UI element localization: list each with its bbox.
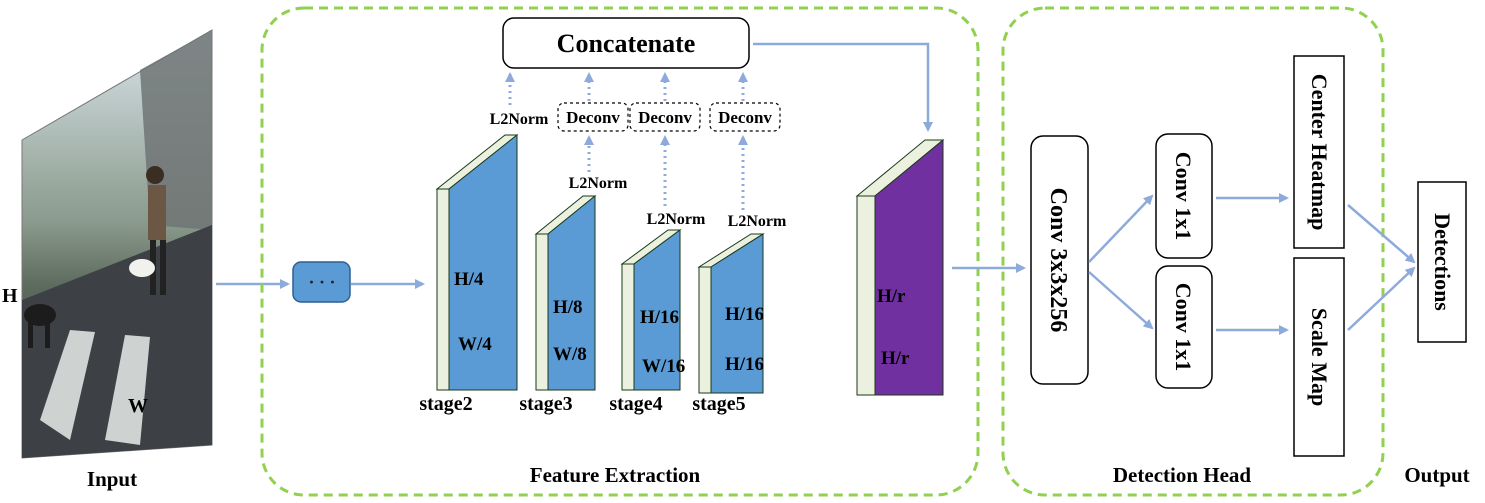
conv1x1-top-label: Conv 1x1 <box>1171 152 1196 241</box>
stage5-block <box>697 233 765 394</box>
input-h-label: H <box>2 285 18 307</box>
detection-head-group <box>1001 6 1385 497</box>
stage4-label: stage4 <box>609 393 662 415</box>
backbone-ellipsis: · · · <box>308 272 335 292</box>
deconv-box-stage3 <box>557 102 629 132</box>
deconv-box-stage5 <box>709 102 781 132</box>
l2norm-label-stage4: L2Norm <box>647 211 706 228</box>
conv3x3-label: Conv 3x3x256 <box>1045 188 1071 333</box>
l2norm-label-stage5: L2Norm <box>728 213 787 230</box>
input-w-label: W <box>128 395 148 417</box>
stage5-w: H/16 <box>725 354 764 375</box>
stage3-w: W/8 <box>553 344 587 365</box>
output-caption: Output <box>1404 463 1469 487</box>
fused-feature-block <box>855 138 945 396</box>
stage2-h: H/4 <box>454 269 484 290</box>
center-heatmap-box <box>1293 55 1345 249</box>
input-image <box>21 29 213 459</box>
deconv-box-stage4 <box>629 102 701 132</box>
conv1x1-bottom-label: Conv 1x1 <box>1171 283 1196 372</box>
stage2-w: W/4 <box>458 334 492 355</box>
stage4-w: W/16 <box>642 356 685 377</box>
center-heatmap-label: Center Heatmap <box>1307 74 1332 231</box>
stage3-label: stage3 <box>519 393 572 415</box>
detections-box <box>1417 181 1467 343</box>
deconv-label-stage3: Deconv <box>566 108 620 127</box>
concatenate-box <box>502 17 750 69</box>
arrow-center-to-detections <box>1347 204 1416 264</box>
conv1x1-bottom-box <box>1155 265 1213 389</box>
detection-head-caption: Detection Head <box>1113 463 1252 487</box>
arrow-concat-to-fused <box>753 42 933 132</box>
stage5-h: H/16 <box>725 304 764 325</box>
backbone-block <box>292 261 351 303</box>
arrow-conv3-to-conv1-top <box>1088 194 1154 263</box>
input-caption: Input <box>87 467 137 491</box>
stage2-label: stage2 <box>419 393 472 415</box>
arrow-conv3-to-conv1-bottom <box>1088 271 1154 330</box>
stage4-h: H/16 <box>640 307 679 328</box>
scale-map-box <box>1293 257 1345 457</box>
l2norm-label-stage3: L2Norm <box>569 175 628 192</box>
deconv-label-stage4: Deconv <box>638 108 692 127</box>
stage2-block <box>435 133 519 391</box>
l2norm-label-stage2: L2Norm <box>490 111 549 128</box>
stage4-block <box>620 229 682 391</box>
feature-extraction-caption: Feature Extraction <box>530 463 701 487</box>
fused-h: H/r <box>877 286 906 307</box>
detections-label: Detections <box>1430 213 1455 311</box>
stage5-label: stage5 <box>692 393 745 415</box>
scale-map-label: Scale Map <box>1307 308 1332 406</box>
concatenate-label: Concatenate <box>557 29 696 58</box>
feature-extraction-group <box>260 6 980 497</box>
deconv-label-stage5: Deconv <box>718 108 772 127</box>
conv1x1-top-box <box>1155 133 1213 259</box>
conv3x3-box <box>1030 135 1089 385</box>
stage3-block <box>534 194 597 391</box>
fused-w: H/r <box>881 348 910 369</box>
arrow-scale-to-detections <box>1347 266 1416 331</box>
stage3-h: H/8 <box>553 297 583 318</box>
